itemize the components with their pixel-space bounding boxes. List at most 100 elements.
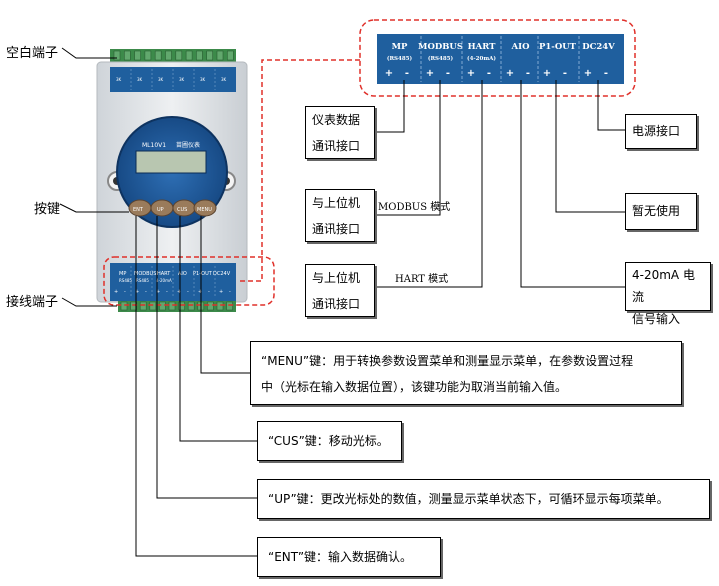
bottom-minus-mark: -: [124, 289, 126, 295]
keys-leader: [59, 203, 129, 213]
bottom-label-aio: AIO: [178, 271, 187, 277]
bottom-terminal-screw: [149, 301, 157, 311]
blank-terminal-leader: [61, 47, 117, 59]
bottom-label-p1out: P1-OUT: [193, 271, 213, 277]
panel-plus-mark: +: [584, 68, 592, 79]
bottom-plus-mark: +: [135, 289, 139, 295]
panel-column-name: MODBUS: [418, 42, 463, 52]
bottom-terminal-screw: [187, 301, 195, 311]
top-terminal-block: [110, 49, 236, 63]
blank-terminal-label: 空白端子: [6, 46, 59, 61]
top-strip-mark: 3K: [116, 77, 122, 82]
bottom-sub-modbus: RS485: [136, 278, 149, 283]
top-terminal-screw: [175, 50, 183, 61]
bottom-label-mp: MP: [119, 271, 126, 277]
menu-key[interactable]: [193, 199, 217, 217]
bottom-label-hart: HART: [157, 271, 171, 277]
panel-minus-mark: -: [526, 68, 530, 79]
top-strip-mark: 3K: [158, 77, 164, 82]
ent-key-description-text: “ENT”键：输入数据确认。: [268, 550, 413, 564]
hart-mode-note: HART 模式: [395, 274, 449, 285]
device-highlight-frame: [103, 256, 275, 306]
callout-power-text: 电源接口: [632, 124, 681, 138]
panel-column-name: HART: [468, 42, 497, 52]
bottom-terminal-screw: [139, 301, 147, 311]
callout-unused-text: 暂无使用: [632, 204, 681, 218]
terminal-panel: [377, 34, 624, 84]
leader-upper-modbus: [375, 80, 441, 216]
top-terminal-screw: [134, 50, 141, 61]
leader-power: [597, 80, 625, 131]
callout-upper-hart: 与上位机 通讯接口: [305, 264, 375, 317]
panel-minus-mark: -: [563, 68, 567, 79]
callout-analog-line1: 4-20mA 电 流: [632, 268, 695, 304]
top-strip-mark: 3K: [221, 77, 227, 82]
callout-unused: 暂无使用: [625, 193, 697, 230]
menu-key-description-line1: “MENU”键：用于转换参数设置菜单和测量显示菜单，在参数设置过程: [261, 354, 634, 368]
callout-analog: 4-20mA 电 流 信号输入: [625, 262, 711, 326]
bottom-minus-mark: -: [145, 289, 147, 295]
bottom-terminal-screw: [130, 301, 137, 311]
bottom-minus-mark: -: [208, 289, 210, 295]
up-key-label: UP: [157, 207, 164, 213]
top-terminal-screw: [227, 50, 234, 61]
up-key-description: “UP”键：更改光标处的数值，测量显示菜单状态下，可循环显示每项菜单。: [257, 479, 710, 519]
bottom-minus-mark: -: [166, 289, 168, 295]
bottom-plus-mark: +: [177, 289, 181, 295]
panel-minus-mark: -: [446, 68, 450, 79]
bottom-terminal-screw: [226, 301, 233, 311]
bottom-plus-mark: +: [198, 289, 202, 295]
panel-plus-mark: +: [385, 68, 393, 79]
top-strip-mark: 3K: [137, 77, 143, 82]
bottom-terminal-screw: [216, 301, 224, 311]
menu-key-description: “MENU”键：用于转换参数设置菜单和测量显示菜单，在参数设置过程 中（光标在输…: [250, 341, 682, 405]
up-key-description-text: “UP”键：更改光标处的数值，测量显示菜单状态下，可循环显示每项菜单。: [268, 492, 669, 506]
wiring-terminal-leader: [61, 297, 117, 307]
top-strip-mark: 3K: [179, 77, 185, 82]
leader-instrument-data: [375, 80, 405, 133]
device-buttons: ENT UP CUS MENU: [128, 199, 217, 217]
top-terminal-screw: [165, 50, 172, 61]
callout-instrument-data: 仪表数据 通讯接口: [305, 106, 375, 159]
panel-plus-mark: +: [426, 68, 434, 79]
callout-instrument-data-line1: 仪表数据: [312, 113, 361, 127]
callout-upper-modbus-line2: 通讯接口: [312, 222, 361, 236]
bottom-label-modbus: MODBUS: [134, 271, 156, 277]
top-terminal-screw: [216, 50, 224, 61]
bottom-sub-hart: 4-20mA: [156, 278, 172, 283]
leader-menu-key: [200, 216, 250, 374]
panel-column-name: DC24V: [582, 42, 615, 52]
bottom-plus-mark: +: [156, 289, 160, 295]
panel-column-name: MP: [392, 42, 408, 52]
bottom-terminal-screw: [168, 301, 176, 311]
highlight-connector: [240, 59, 360, 282]
callout-power: 电源接口: [625, 114, 697, 149]
leader-analog: [520, 80, 625, 288]
ent-key-description: “ENT”键：输入数据确认。: [257, 537, 441, 577]
panel-column-sub: (4-20mA): [467, 55, 496, 62]
bottom-minus-mark: -: [187, 289, 189, 295]
menu-key-label: MENU: [197, 207, 212, 213]
keys-label: 按键: [34, 202, 61, 217]
lcd-screen: [135, 150, 207, 174]
panel-column-sub: (RS485): [428, 55, 454, 62]
top-terminal-screw: [154, 50, 162, 61]
panel-minus-mark: -: [604, 68, 608, 79]
bottom-minus-mark: -: [229, 289, 231, 295]
bottom-plus-mark: +: [219, 289, 223, 295]
modbus-mode-note: MODBUS 模式: [378, 202, 451, 213]
panel-plus-mark: +: [467, 68, 475, 79]
top-terminal-screw: [144, 50, 152, 61]
menu-key-description-line2: 中（光标在输入数据位置），该键功能为取消当前输入值。: [261, 380, 568, 394]
leader-cus-key: [179, 216, 257, 442]
panel-minus-mark: -: [405, 68, 409, 79]
leader-upper-hart: [375, 80, 483, 288]
bottom-terminal-screw: [178, 301, 185, 311]
panel-plus-mark: +: [506, 68, 514, 79]
panel-column-name: P1-OUT: [539, 42, 577, 52]
panel-minus-mark: -: [487, 68, 491, 79]
top-terminal-screw: [206, 50, 213, 61]
ent-key-label: ENT: [133, 207, 144, 213]
top-blue-strip: [110, 67, 236, 92]
